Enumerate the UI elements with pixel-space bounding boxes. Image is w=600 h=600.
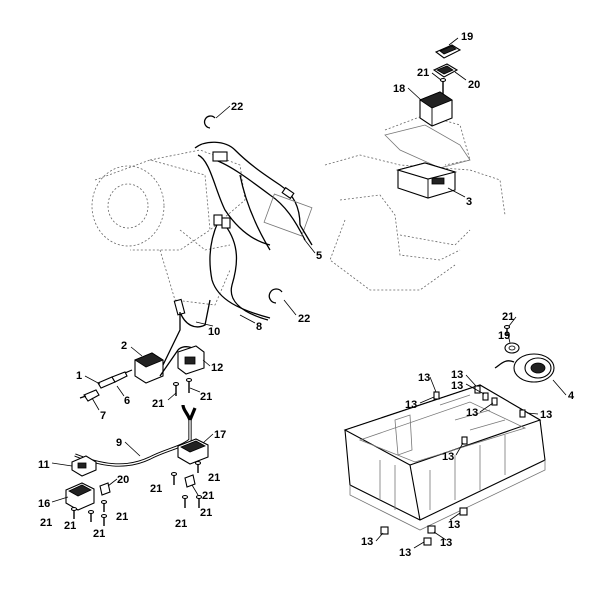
part-1-plug (97, 369, 133, 389)
callout-19: 19 (498, 330, 510, 342)
engine-ghost-outline (91, 149, 246, 306)
callout-13-h: 13 (399, 547, 411, 559)
callout-22-lower: 22 (298, 313, 310, 325)
part-8-cable (209, 214, 271, 321)
housing-bottom-right (343, 384, 546, 531)
part-10-cable (173, 298, 211, 328)
callout-1: 1 (76, 370, 82, 382)
callout-5: 5 (316, 250, 322, 262)
callout-21-bl-3: 21 (116, 511, 128, 523)
callout-21-bl-4: 21 (93, 528, 105, 540)
callout-14: 16 (38, 498, 50, 510)
callout-21-bl-2: 21 (64, 520, 76, 532)
part-18-clip (432, 63, 459, 78)
callout-17: 19 (461, 31, 473, 43)
callout-13-d: 13 (451, 380, 463, 392)
callout-13-a: 13 (418, 372, 430, 384)
callout-21-top: 21 (417, 67, 429, 79)
part-15-switch (177, 438, 209, 465)
part-13-clip-4 (491, 397, 498, 406)
callout-9: 9 (116, 437, 122, 449)
part-4-meter (494, 353, 555, 383)
part-21-screw-mid-3 (181, 494, 189, 508)
callout-21-mid-4: 21 (175, 518, 187, 530)
part-3-module (395, 162, 458, 199)
part-21-screw-top (439, 77, 447, 94)
leader-lines (51, 37, 567, 549)
callout-4: 4 (568, 390, 575, 402)
callout-21-coil-right: 21 (200, 391, 212, 403)
callout-13-j: 13 (448, 519, 460, 531)
part-13-clip-2 (474, 385, 481, 394)
part-13-clip-5 (519, 409, 526, 418)
part-17-cap (434, 44, 462, 59)
part-21-screw-bl-4 (100, 513, 108, 526)
part-19-ring (504, 342, 520, 354)
part-13-clip-9 (423, 537, 432, 546)
callout-21-meter: 21 (502, 311, 514, 323)
part-21-screw-coil-right (185, 377, 193, 393)
part-13-clip-3 (482, 392, 489, 401)
part-9-cable (74, 404, 197, 467)
callout-16: 18 (393, 83, 405, 95)
callout-21-mid-2: 21 (208, 472, 220, 484)
callout-13-e: 13 (466, 407, 478, 419)
callout-22-upper: 22 (231, 101, 243, 113)
callout-21-mid-3: 21 (200, 507, 212, 519)
part-20-sleeve-left (99, 482, 111, 496)
callout-12: 12 (211, 362, 223, 374)
callout-21-coil-left: 21 (152, 398, 164, 410)
callout-7: 7 (100, 410, 106, 422)
part-22-ring-clip-lower (268, 288, 283, 304)
callout-15: 17 (214, 429, 226, 441)
part-21-screw-coil-left (172, 381, 180, 396)
part-13-clip-8 (427, 525, 436, 534)
part-21-screw-bl-2 (87, 509, 95, 522)
callout-13-f: 13 (442, 451, 454, 463)
part-12-connector (177, 345, 205, 375)
part-21-screw-bl-3 (100, 499, 108, 512)
part-21-screw-mid-4 (195, 494, 203, 508)
part-21-screw-bl-1 (70, 506, 78, 519)
callout-20-left: 20 (117, 474, 129, 486)
part-22-ring-clip-upper (203, 115, 216, 129)
part-16-cover (419, 91, 453, 127)
callout-21-mid-1: 21 (150, 483, 162, 495)
part-21-screw-meter (503, 324, 511, 336)
callout-13-b: 13 (405, 399, 417, 411)
callout-2: 2 (121, 340, 127, 352)
callout-13-right: 13 (540, 409, 552, 421)
callout-13-i: 13 (440, 537, 452, 549)
part-20-sleeve-right (184, 474, 196, 488)
part-2-coil (134, 312, 199, 384)
part-14-switch (65, 482, 95, 511)
part-21-screw-mid-1 (170, 471, 178, 485)
callout-13-c: 13 (451, 369, 463, 381)
callout-11: 11 (38, 459, 50, 471)
callout-13-g: 13 (361, 536, 373, 548)
callout-6: 6 (124, 395, 130, 407)
part-13-clip-7 (380, 526, 389, 535)
part-13-clip-1 (433, 391, 440, 400)
part-13-clip-6 (461, 436, 468, 445)
part-7-terminal (79, 389, 100, 402)
callout-18: 20 (468, 79, 480, 91)
callout-8: 8 (256, 321, 262, 333)
callout-3: 3 (466, 196, 472, 208)
part-5-harness (194, 141, 313, 251)
housing-ghost-outline (324, 114, 506, 291)
part-13-clip-10 (459, 507, 468, 516)
part-16-bracket (384, 124, 471, 169)
callout-20-right: 21 (202, 490, 214, 502)
part-11-bracket (71, 455, 97, 477)
callout-labels: 19 21 20 18 22 3 5 22 8 10 2 12 1 6 7 21… (38, 31, 575, 559)
part-21-screw-mid-2 (194, 460, 202, 473)
callout-21-bl-1: 21 (40, 517, 52, 529)
callout-10: 10 (208, 326, 220, 338)
